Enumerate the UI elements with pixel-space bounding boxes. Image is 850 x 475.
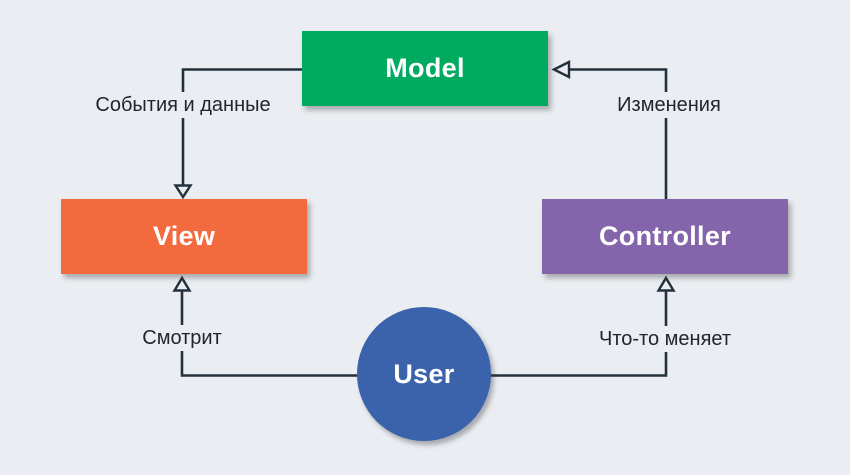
node-model: Model	[302, 31, 548, 106]
edge-user-to-controller-line	[424, 290, 668, 377]
edge-label-changes: Изменения	[609, 92, 729, 118]
edge-label-watches: Смотрит	[134, 325, 230, 351]
node-controller: Controller	[542, 199, 788, 274]
edge-model-to-view-line	[181, 68, 302, 186]
edge-user-to-controller-arrowhead	[656, 275, 676, 292]
edge-model-to-view-arrowhead	[173, 184, 193, 200]
edge-controller-to-model-line	[569, 68, 668, 199]
node-view: View	[61, 199, 307, 274]
edge-controller-to-model-arrowhead	[551, 60, 571, 79]
edge-label-events-and-data: События и данные	[87, 92, 279, 118]
edge-label-changes-something: Что-то меняет	[590, 326, 740, 352]
node-view-label: View	[152, 221, 216, 251]
edge-user-to-view-arrowhead	[172, 275, 192, 292]
node-user-label: User	[393, 358, 455, 389]
edge-user-to-view-line	[180, 290, 424, 377]
node-model-label: Model	[385, 53, 465, 83]
node-user: User	[357, 307, 491, 441]
node-controller-label: Controller	[598, 221, 731, 251]
